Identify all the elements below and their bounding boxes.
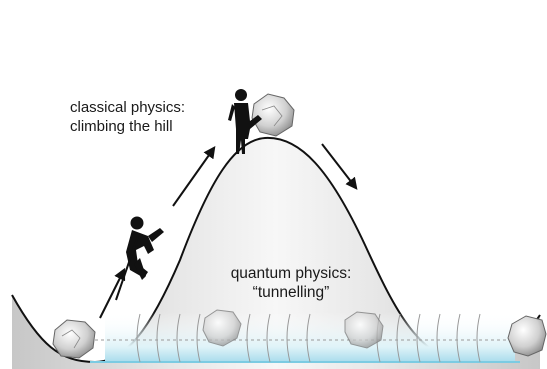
person-standing-icon — [228, 89, 262, 154]
rock-icon — [52, 319, 96, 359]
rock-icon — [202, 309, 242, 347]
climber-icon — [115, 216, 164, 301]
quantum-caption-line2: “tunnelling” — [252, 284, 330, 301]
classical-physics-caption: classical physics: climbing the hill — [70, 98, 185, 136]
rock-icon — [344, 311, 384, 349]
classical-caption-line1: classical physics: — [70, 99, 186, 116]
quantum-physics-caption: quantum physics: “tunnelling” — [211, 264, 371, 302]
rock-icon — [507, 315, 547, 357]
arrow-icon — [172, 146, 216, 207]
classical-caption-line2: climbing the hill — [70, 118, 173, 135]
hill-shape — [12, 137, 540, 369]
arrow-icon — [99, 267, 126, 319]
quantum-caption-line1: quantum physics: — [230, 265, 352, 282]
rock-icon — [251, 93, 295, 137]
tunnel-band — [105, 312, 515, 362]
arrow-icon — [321, 143, 358, 190]
tunnel-waves — [136, 313, 481, 363]
